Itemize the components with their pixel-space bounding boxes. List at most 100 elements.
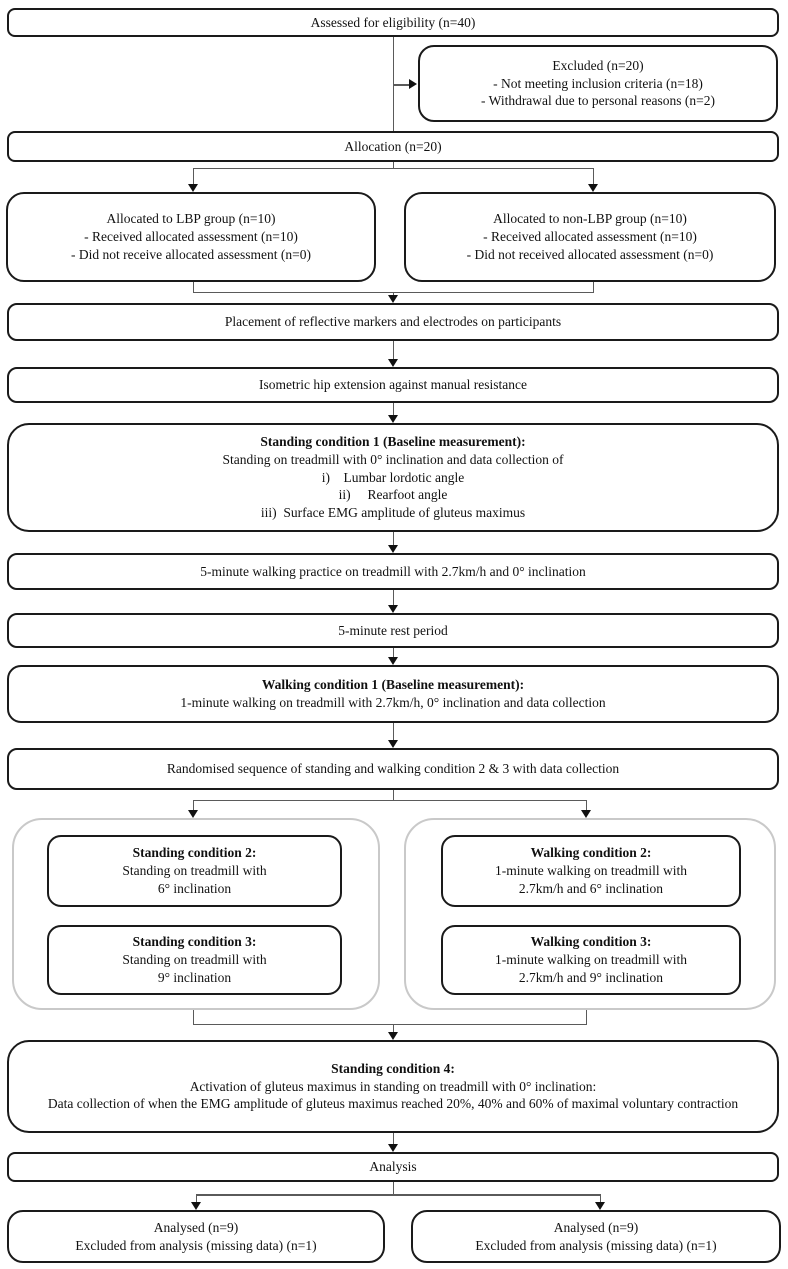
box-allocated-non-lbp-line1: Allocated to non-LBP group (n=10) xyxy=(493,211,687,227)
box-walking-condition-3: Walking condition 3: 1-minute walking on… xyxy=(441,925,741,995)
connector-standing4-analysis xyxy=(392,1133,394,1145)
box-allocated-lbp-line3: - Did not receive allocated assessment (… xyxy=(70,246,312,262)
box-standing-condition-1: Standing condition 1 (Baseline measureme… xyxy=(7,423,779,532)
box-placement-text: Placement of reflective markers and elec… xyxy=(224,314,562,330)
box-randomised-sequence: Randomised sequence of standing and walk… xyxy=(7,748,779,790)
box-walking-condition-2-line2: 1-minute walking on treadmill with xyxy=(495,863,687,879)
box-analysis-text: Analysis xyxy=(369,1159,417,1175)
box-allocated-non-lbp-line2: - Received allocated assessment (n=10) xyxy=(483,229,697,245)
arrowhead-analysis xyxy=(388,1144,398,1152)
connector-allocation-trunk xyxy=(392,162,394,169)
box-allocated-non-lbp: Allocated to non-LBP group (n=10) - Rece… xyxy=(404,192,776,282)
box-standing-condition-3-line2: Standing on treadmill with xyxy=(122,952,267,968)
box-walking-condition-2: Walking condition 2: 1-minute walking on… xyxy=(441,835,741,907)
connector-allocation-split xyxy=(193,167,593,169)
connector-merge2-trunk xyxy=(392,1023,394,1033)
box-allocation-text: Allocation (n=20) xyxy=(344,138,442,154)
box-analysed-lbp-line1: Analysed (n=9) xyxy=(153,1219,239,1235)
arrowhead-allocated-non-lbp xyxy=(588,184,598,192)
connector-split2-left-drop xyxy=(192,799,194,811)
box-analysed-non-lbp-line2: Excluded from analysis (missing data) (n… xyxy=(475,1237,717,1253)
connector-randomised-trunk xyxy=(392,790,394,801)
box-walking-condition-2-line3: 2.7km/h and 6° inclination xyxy=(518,880,664,896)
connector-merge1-right xyxy=(592,282,594,293)
box-analysis: Analysis xyxy=(7,1152,779,1182)
arrowhead-analysed-lbp xyxy=(191,1202,201,1210)
box-allocated-lbp: Allocated to LBP group (n=10) - Received… xyxy=(6,192,376,282)
arrowhead-rest xyxy=(388,605,398,613)
box-standing-condition-2-line3: 6° inclination xyxy=(157,880,232,896)
box-standing-condition-4-subtitle: Activation of gluteus maximus in standin… xyxy=(189,1078,597,1094)
connector-split3-left-drop xyxy=(195,1194,197,1203)
arrowhead-excluded xyxy=(409,79,417,89)
box-placement: Placement of reflective markers and elec… xyxy=(7,303,779,341)
connector-merge1-left xyxy=(192,282,194,293)
box-analysed-non-lbp: Analysed (n=9) Excluded from analysis (m… xyxy=(411,1210,781,1263)
connector-analysis-trunk xyxy=(392,1182,394,1195)
box-standing-condition-1-item1: i) Lumbar lordotic angle xyxy=(321,469,465,485)
connector-split-left-drop xyxy=(192,167,194,184)
box-allocation: Allocation (n=20) xyxy=(7,131,779,162)
box-excluded-line1: Excluded (n=20) xyxy=(552,57,644,73)
box-walking-condition-1: Walking condition 1 (Baseline measuremen… xyxy=(7,665,779,723)
box-rest-period: 5-minute rest period xyxy=(7,613,779,648)
connector-placement-isometric xyxy=(392,341,394,360)
connector-merge1-trunk xyxy=(392,291,394,297)
box-standing-condition-1-item3: iii) Surface EMG amplitude of gluteus ma… xyxy=(260,505,526,521)
arrowhead-allocated-lbp xyxy=(188,184,198,192)
connector-rest-walking1 xyxy=(392,648,394,658)
box-standing-condition-2: Standing condition 2: Standing on treadm… xyxy=(47,835,342,907)
box-standing-condition-3: Standing condition 3: Standing on treadm… xyxy=(47,925,342,995)
box-standing-condition-1-title: Standing condition 1 (Baseline measureme… xyxy=(260,433,526,449)
connector-excluded-branch xyxy=(393,84,410,86)
arrowhead-placement xyxy=(388,295,398,303)
arrowhead-practice xyxy=(388,545,398,553)
box-analysed-non-lbp-line1: Analysed (n=9) xyxy=(553,1219,639,1235)
box-allocated-lbp-line2: - Received allocated assessment (n=10) xyxy=(84,229,298,245)
box-standing-condition-1-subtitle: Standing on treadmill with 0° inclinatio… xyxy=(222,451,564,467)
arrowhead-standing4 xyxy=(388,1032,398,1040)
connector-walking1-randomised xyxy=(392,723,394,741)
box-walking-condition-1-title: Walking condition 1 (Baseline measuremen… xyxy=(261,677,525,693)
arrowhead-walking1 xyxy=(388,657,398,665)
box-walking-practice-text: 5-minute walking practice on treadmill w… xyxy=(200,563,586,579)
arrowhead-group-walking xyxy=(581,810,591,818)
box-walking-condition-3-line3: 2.7km/h and 9° inclination xyxy=(518,969,664,985)
box-analysed-lbp: Analysed (n=9) Excluded from analysis (m… xyxy=(7,1210,385,1263)
box-standing-condition-3-line3: 9° inclination xyxy=(157,969,232,985)
connector-isometric-standing1 xyxy=(392,403,394,416)
connector-split2-right-drop xyxy=(585,799,587,811)
arrowhead-analysed-non-lbp xyxy=(595,1202,605,1210)
arrowhead-group-standing xyxy=(188,810,198,818)
connector-split-right-drop xyxy=(592,167,594,184)
box-standing-condition-2-line2: Standing on treadmill with xyxy=(122,863,267,879)
arrowhead-standing1 xyxy=(388,415,398,423)
box-assessed: Assessed for eligibility (n=40) xyxy=(7,8,779,37)
box-rest-period-text: 5-minute rest period xyxy=(338,622,448,638)
connector-merge2-right xyxy=(585,1010,587,1025)
box-standing-condition-1-item2: ii) Rearfoot angle xyxy=(338,487,448,503)
box-analysed-lbp-line2: Excluded from analysis (missing data) (n… xyxy=(75,1237,317,1253)
box-walking-practice: 5-minute walking practice on treadmill w… xyxy=(7,553,779,590)
connector-practice-rest xyxy=(392,590,394,606)
box-isometric: Isometric hip extension against manual r… xyxy=(7,367,779,403)
connector-merge2-left xyxy=(192,1010,194,1025)
arrowhead-randomised xyxy=(388,740,398,748)
box-walking-condition-2-title: Walking condition 2: xyxy=(530,845,652,861)
box-standing-condition-3-title: Standing condition 3: xyxy=(132,934,257,950)
box-excluded: Excluded (n=20) - Not meeting inclusion … xyxy=(418,45,778,122)
box-standing-condition-2-title: Standing condition 2: xyxy=(132,845,257,861)
connector-standing1-practice xyxy=(392,532,394,546)
arrowhead-isometric xyxy=(388,359,398,367)
connector-merge2-bar xyxy=(193,1023,586,1025)
box-allocated-non-lbp-line3: - Did not received allocated assessment … xyxy=(466,246,714,262)
box-walking-condition-1-subtitle: 1-minute walking on treadmill with 2.7km… xyxy=(180,695,606,710)
box-isometric-text: Isometric hip extension against manual r… xyxy=(258,377,528,393)
box-excluded-line2: - Not meeting inclusion criteria (n=18) xyxy=(493,75,703,91)
box-standing-condition-4: Standing condition 4: Activation of glut… xyxy=(7,1040,779,1133)
box-standing-condition-4-body: Data collection of when the EMG amplitud… xyxy=(47,1096,739,1112)
box-excluded-line3: - Withdrawal due to personal reasons (n=… xyxy=(480,93,715,109)
box-standing-condition-4-title: Standing condition 4: xyxy=(331,1060,455,1076)
box-walking-condition-3-line2: 1-minute walking on treadmill with xyxy=(495,952,687,968)
